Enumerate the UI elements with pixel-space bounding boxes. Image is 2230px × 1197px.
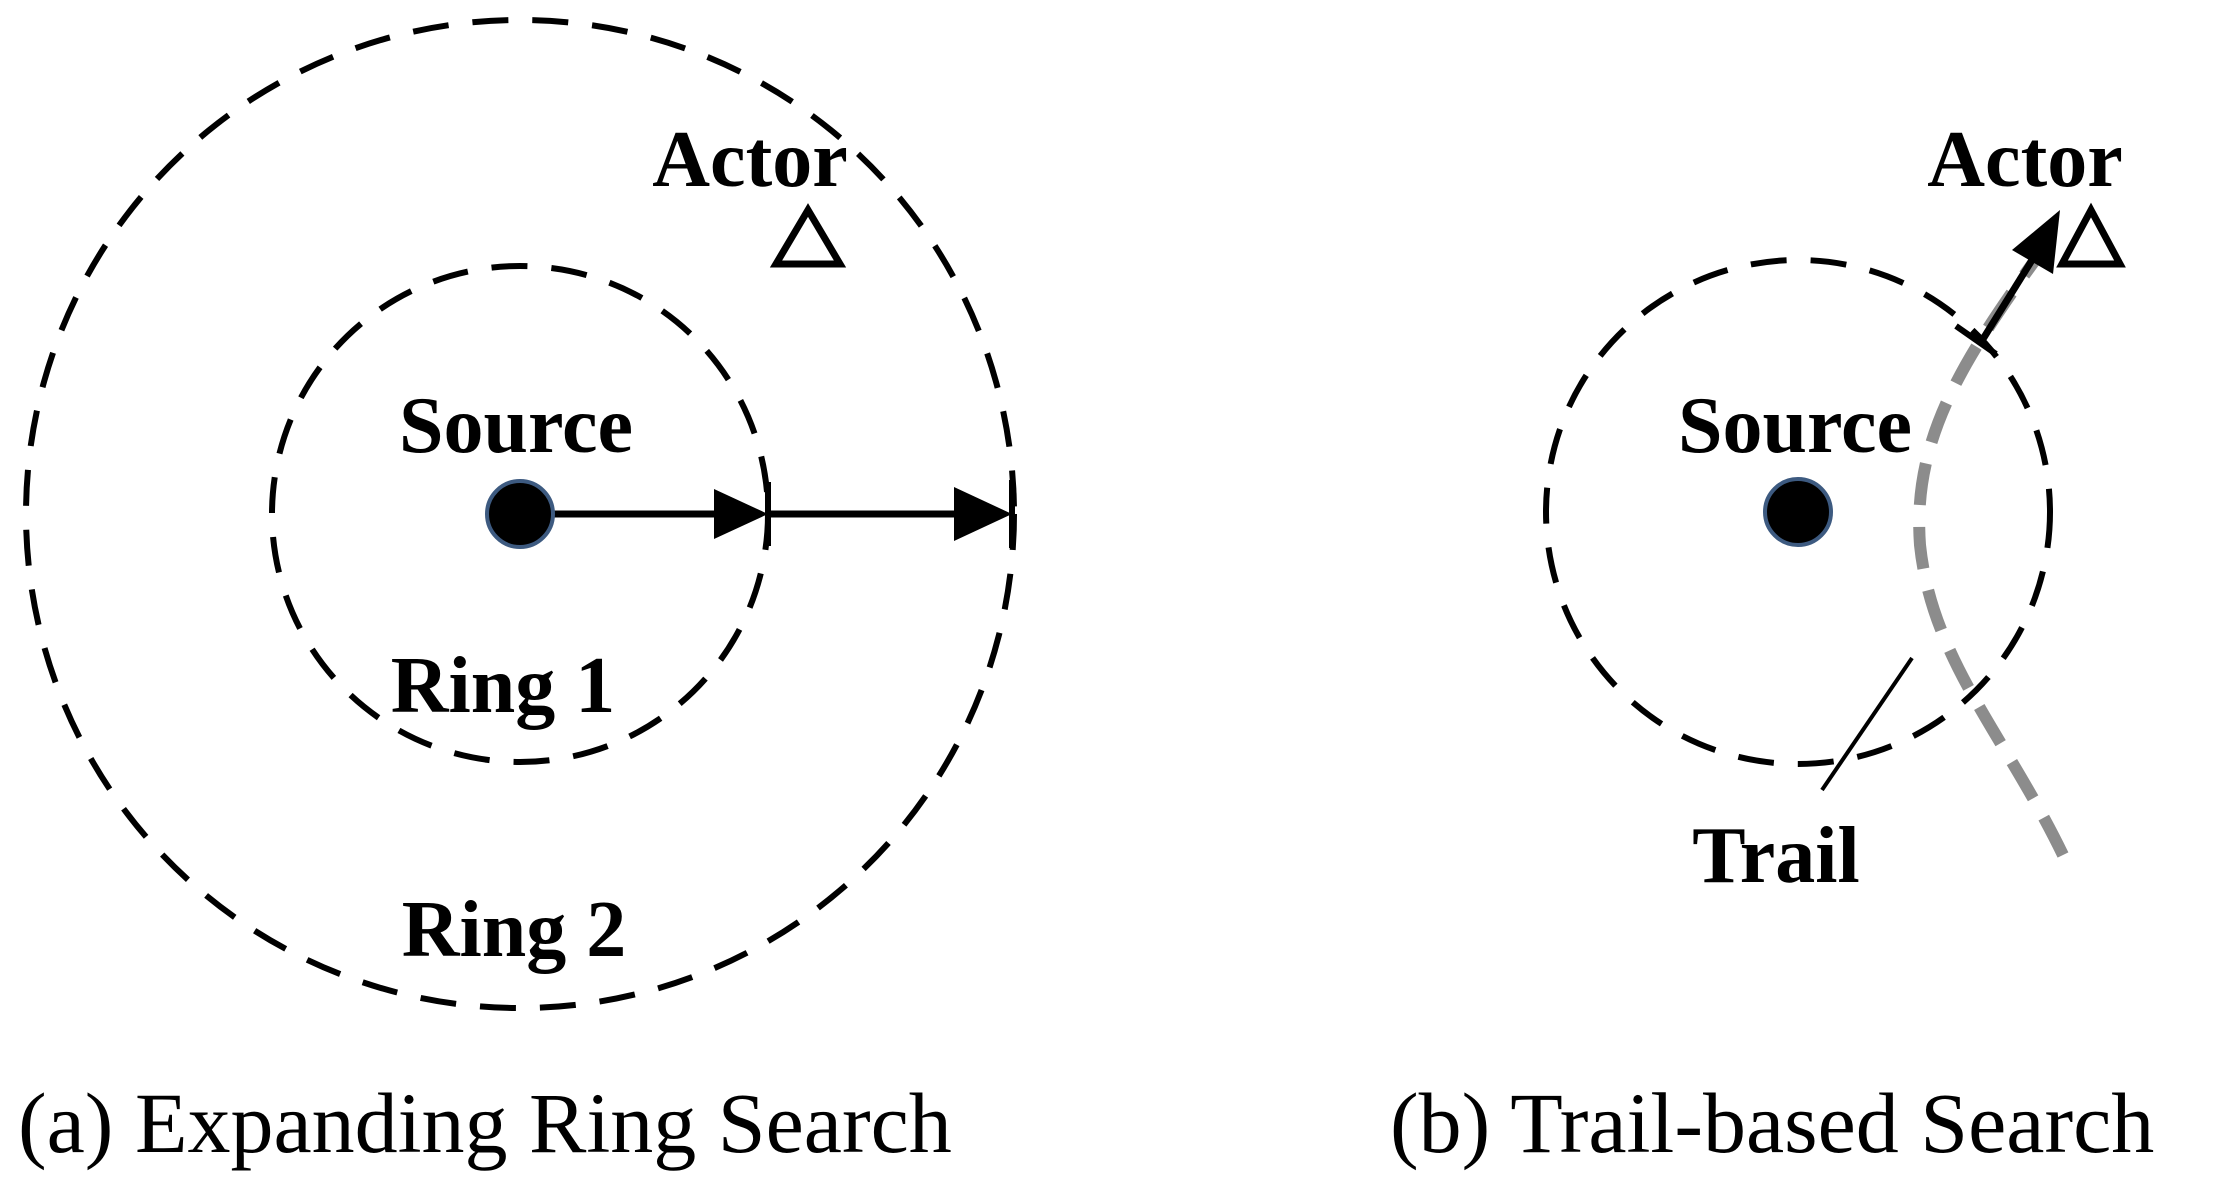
actor-triangle-icon-b (2056, 202, 2126, 268)
panel-expanding-ring-search: Actor Source Ring 1 Ring 2 (a) Expanding… (18, 17, 1017, 1171)
ring-1-arrowhead (714, 489, 768, 539)
caption-b: (b) Trail-based Search (1390, 1075, 2154, 1171)
caption-a: (a) Expanding Ring Search (18, 1075, 952, 1171)
panel-trail-based-search: Actor Source Trail (b) Trail-based Searc… (1390, 116, 2154, 1171)
actor-direction-tick (1954, 323, 1998, 357)
ring-1-label: Ring 1 (391, 642, 616, 730)
search-ring-circle (1543, 257, 2053, 767)
trail-pointer-line (1820, 656, 1914, 792)
source-node (485, 479, 555, 549)
actor-label-b: Actor (1927, 116, 2122, 204)
actor-direction-arrow (1980, 250, 2040, 341)
actor-label: Actor (652, 116, 847, 204)
source-label: Source (399, 382, 633, 470)
source-node-b (1763, 477, 1833, 547)
source-label-b: Source (1678, 382, 1912, 470)
ring-2-arrowhead (954, 487, 1012, 541)
actor-direction-arrowhead (2012, 210, 2060, 274)
actor-triangle-icon (769, 203, 847, 268)
ring-2-label: Ring 2 (402, 886, 627, 974)
trail-label: Trail (1692, 812, 1859, 900)
trail-path (1913, 226, 2069, 858)
